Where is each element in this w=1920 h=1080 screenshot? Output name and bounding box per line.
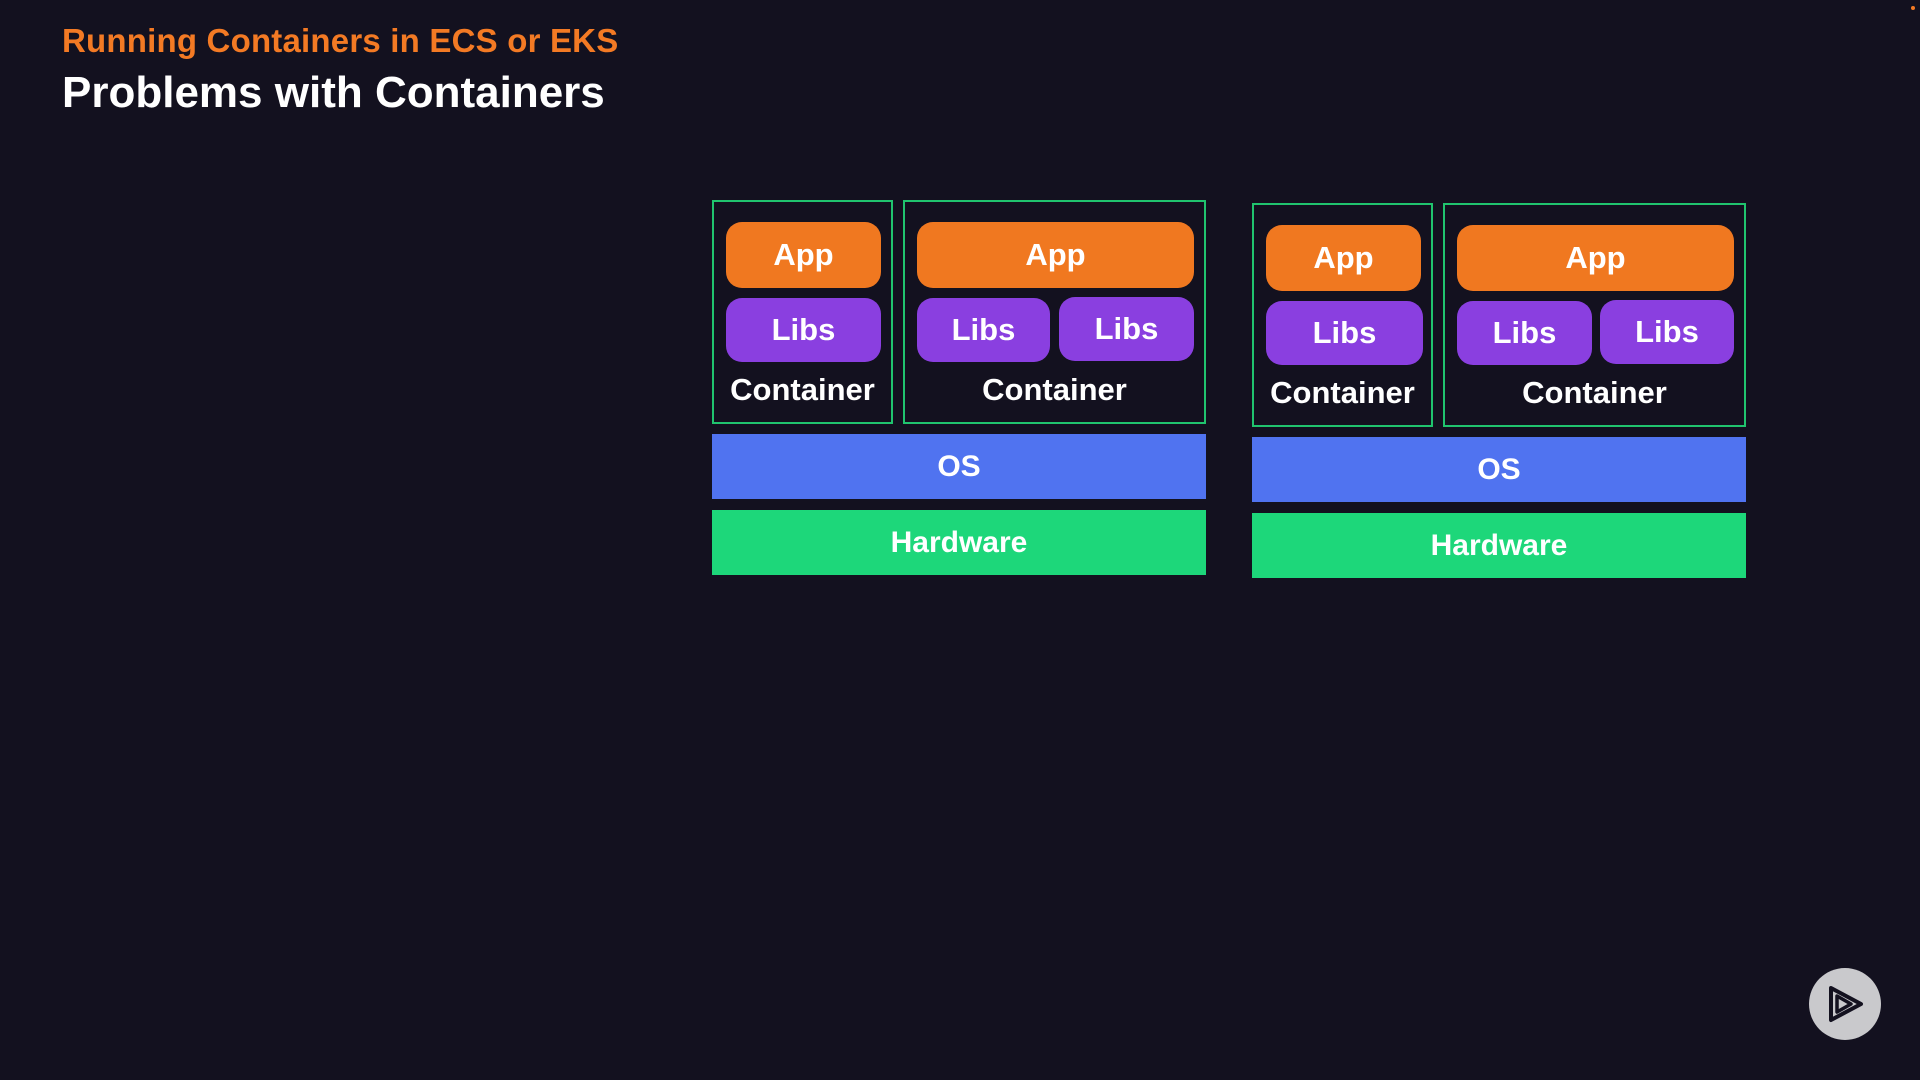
- hardware-layer: Hardware: [712, 510, 1206, 575]
- libs-block: Libs: [1266, 301, 1423, 365]
- host-stack-1: App Libs Container App Libs Libs Contain…: [712, 200, 1206, 575]
- app-block: App: [1457, 225, 1734, 291]
- os-layer: OS: [712, 434, 1206, 499]
- container-box: App Libs Libs Container: [903, 200, 1206, 424]
- corner-dot: [1911, 6, 1915, 10]
- app-block: App: [1266, 225, 1421, 291]
- slide-title: Problems with Containers: [62, 68, 605, 117]
- play-triangle-icon: [1829, 986, 1863, 1022]
- libs-block: Libs: [1600, 300, 1734, 364]
- app-block: App: [917, 222, 1194, 288]
- libs-block: Libs: [917, 298, 1050, 362]
- container-label: Container: [1522, 375, 1667, 410]
- hardware-layer: Hardware: [1252, 513, 1746, 578]
- os-layer: OS: [1252, 437, 1746, 502]
- host-stack-2: App Libs Container App Libs Libs Contain…: [1252, 203, 1746, 578]
- container-box: App Libs Container: [712, 200, 893, 424]
- libs-block: Libs: [1059, 297, 1194, 361]
- container-box: App Libs Container: [1252, 203, 1433, 427]
- slide-subtitle: Running Containers in ECS or EKS: [62, 22, 619, 59]
- libs-block: Libs: [726, 298, 881, 362]
- container-label: Container: [730, 372, 875, 407]
- app-block: App: [726, 222, 881, 288]
- play-logo-icon[interactable]: [1809, 968, 1881, 1040]
- container-label: Container: [982, 372, 1127, 407]
- container-label: Container: [1270, 375, 1415, 410]
- container-box: App Libs Libs Container: [1443, 203, 1746, 427]
- libs-block: Libs: [1457, 301, 1592, 365]
